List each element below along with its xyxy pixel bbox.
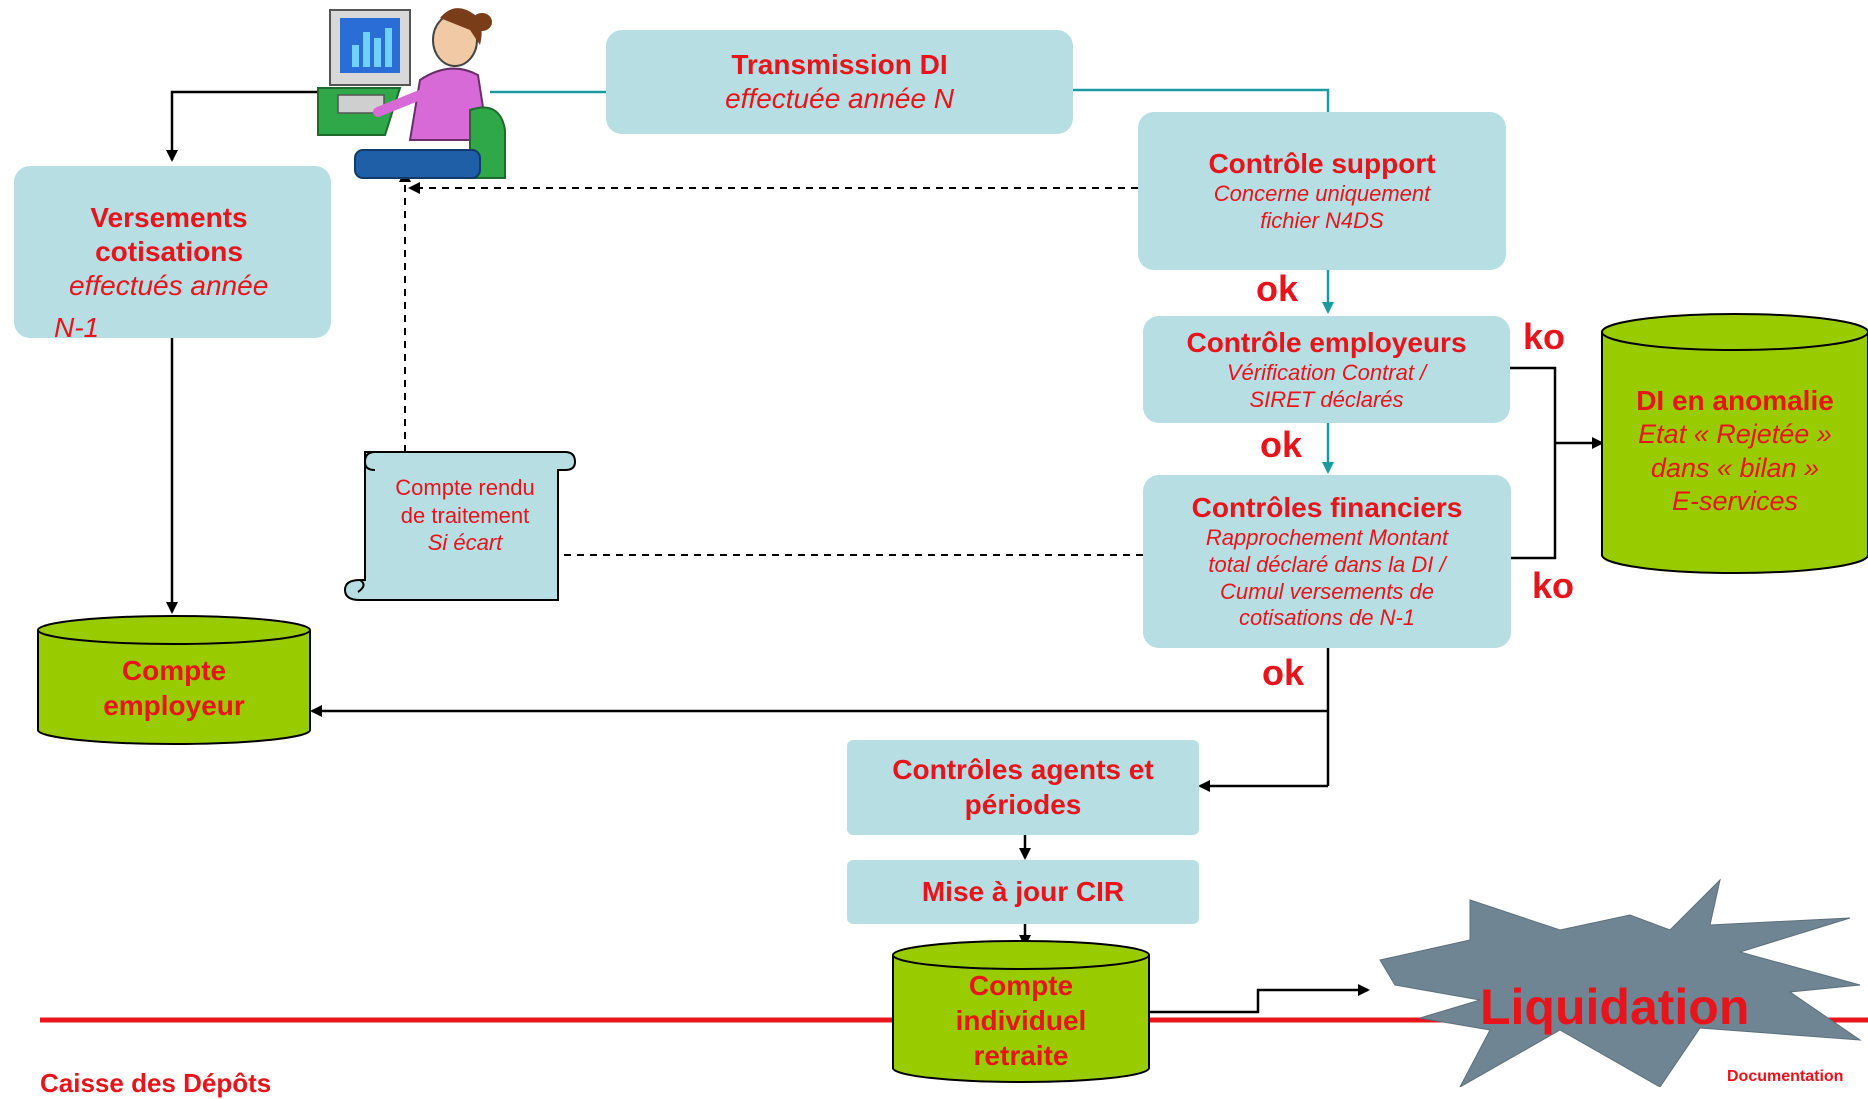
box-controle-employeurs: Contrôle employeurs Vérification Contrat…: [1143, 316, 1510, 423]
controle-employeurs-subtitle-2: SIRET déclarés: [1249, 386, 1404, 412]
footer-right-text: Documentation: [1727, 1068, 1844, 1085]
box-controles-financiers: Contrôles financiers Rapprochement Monta…: [1143, 475, 1511, 648]
label-ok-1: ok: [1256, 268, 1299, 309]
controle-support-subtitle-1: Concerne uniquement: [1213, 181, 1431, 207]
compte-individuel-line-1: Compte: [968, 969, 1074, 1001]
scroll-compte-rendu: [343, 451, 577, 601]
compte-individuel-line-2: individuel: [955, 1004, 1087, 1036]
box-mise-a-jour-cir: Mise à jour CIR: [847, 860, 1199, 924]
compte-rendu-line-1: Compte rendu: [395, 475, 535, 500]
controles-financiers-title: Contrôles financiers: [1191, 491, 1463, 523]
compte-individuel-line-3: retraite: [973, 1039, 1069, 1071]
compte-individuel-text: Compte individuel retraite: [893, 962, 1149, 1078]
versements-subtitle-2: N-1: [54, 312, 100, 343]
box-versements-cotisations: Versements cotisations effectués année: [14, 166, 331, 338]
transmission-subtitle: effectuée année N: [725, 83, 954, 114]
di-anomalie-line-2: dans « bilan »: [1650, 452, 1820, 483]
cylinder-compte-employeur: [37, 615, 311, 745]
controle-employeurs-title: Contrôle employeurs: [1186, 326, 1467, 358]
di-anomalie-line-3: E-services: [1671, 486, 1799, 517]
versements-subtitle-1: effectués année: [69, 270, 269, 302]
controle-employeurs-subtitle-1: Vérification Contrat /: [1226, 359, 1427, 385]
box-transmission-di: Transmission DI effectuée année N: [606, 30, 1073, 134]
box-controles-agents: Contrôles agents et périodes: [847, 740, 1199, 835]
connector-compte-liquidation: [1150, 984, 1370, 1014]
di-anomalie-line-1: Etat « Rejetée »: [1638, 418, 1832, 449]
controles-financiers-subtitle-2: total déclaré dans la DI /: [1208, 551, 1446, 577]
controles-financiers-subtitle-1: Rapprochement Montant: [1205, 524, 1449, 550]
versements-title-2: cotisations: [95, 235, 243, 267]
label-ko-1: ko: [1523, 316, 1566, 357]
compte-employeur-line-2: employeur: [103, 690, 245, 721]
compte-rendu-line-3: Si écart: [427, 530, 503, 555]
controles-agents-line-1: Contrôles agents et: [892, 754, 1154, 786]
di-anomalie-text: DI en anomalie Etat « Rejetée » dans « b…: [1602, 376, 1868, 526]
label-ok-3: ok: [1262, 652, 1305, 693]
controle-support-subtitle-2: fichier N4DS: [1260, 208, 1384, 234]
connector-user-versements: [166, 90, 318, 162]
label-ok-2: ok: [1260, 424, 1303, 465]
cylinder-compte-individuel: [892, 940, 1150, 1083]
label-ko-2: ko: [1532, 565, 1575, 606]
mise-a-jour-label: Mise à jour CIR: [921, 875, 1125, 907]
compte-rendu-line-2: de traitement: [400, 502, 530, 528]
versements-title-1: Versements: [90, 201, 248, 233]
di-anomalie-title: DI en anomalie: [1636, 384, 1834, 416]
liquidation-label: Liquidation: [1480, 979, 1750, 1035]
controles-financiers-subtitle-3: Cumul versements de: [1220, 578, 1434, 604]
compte-employeur-line-1: Compte: [121, 655, 227, 686]
connector-transmission-support: [1073, 88, 1330, 112]
transmission-title: Transmission DI: [731, 48, 948, 80]
connector-ko-employeurs: [1510, 366, 1557, 560]
starburst-liquidation: [1379, 878, 1862, 1087]
box-controle-support: Contrôle support Concerne uniquement fic…: [1138, 112, 1506, 270]
compte-employeur-text: Compte employeur: [38, 648, 310, 728]
cylinder-di-anomalie: [1601, 313, 1868, 574]
controles-financiers-subtitle-4: cotisations de N-1: [1238, 605, 1416, 631]
compte-rendu-text: Compte rendu de traitement Si écart: [372, 474, 558, 557]
controles-agents-line-2: périodes: [964, 788, 1082, 820]
controle-support-title: Contrôle support: [1208, 148, 1436, 180]
user-at-computer-icon: [317, 8, 506, 179]
footer-left-text: Caisse des Dépôts: [40, 1068, 272, 1098]
